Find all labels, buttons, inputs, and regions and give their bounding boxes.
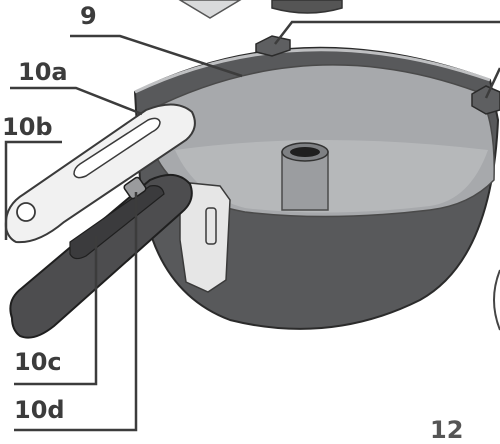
rim-knob-2 — [471, 85, 500, 115]
pan-bowl-floor — [175, 140, 488, 213]
leader-top-right — [274, 20, 500, 45]
handle-white — [4, 103, 196, 244]
leader-10c — [14, 236, 98, 386]
handle-bracket — [179, 181, 231, 293]
handle-white-hole — [16, 202, 36, 222]
handle-release-button — [123, 176, 147, 200]
leader-9 — [70, 34, 243, 78]
callout-10a: 10a — [18, 58, 68, 86]
leader-10b — [4, 140, 62, 240]
handle-bracket-slot — [205, 207, 217, 245]
leader-right — [484, 67, 500, 99]
handle-white-slot — [73, 117, 161, 179]
handle-dark — [9, 173, 193, 339]
pan-rim — [134, 48, 491, 94]
callout-12: 12 — [430, 416, 464, 444]
frying-pan-diagram — [4, 0, 500, 432]
center-shaft-hole — [290, 147, 320, 157]
callout-9: 9 — [80, 2, 97, 30]
partial-part-top-left — [178, 0, 242, 19]
leader-10a — [10, 86, 143, 116]
callout-10b: 10b — [2, 113, 53, 141]
rim-knob-1 — [255, 35, 291, 57]
callout-10d: 10d — [14, 396, 65, 424]
leader-10d — [14, 192, 138, 432]
callout-10c: 10c — [14, 348, 62, 376]
partial-part-right — [493, 269, 500, 331]
handle-dark-grip — [69, 185, 165, 260]
partial-part-top-center — [271, 0, 343, 14]
leader-lines — [4, 20, 500, 432]
